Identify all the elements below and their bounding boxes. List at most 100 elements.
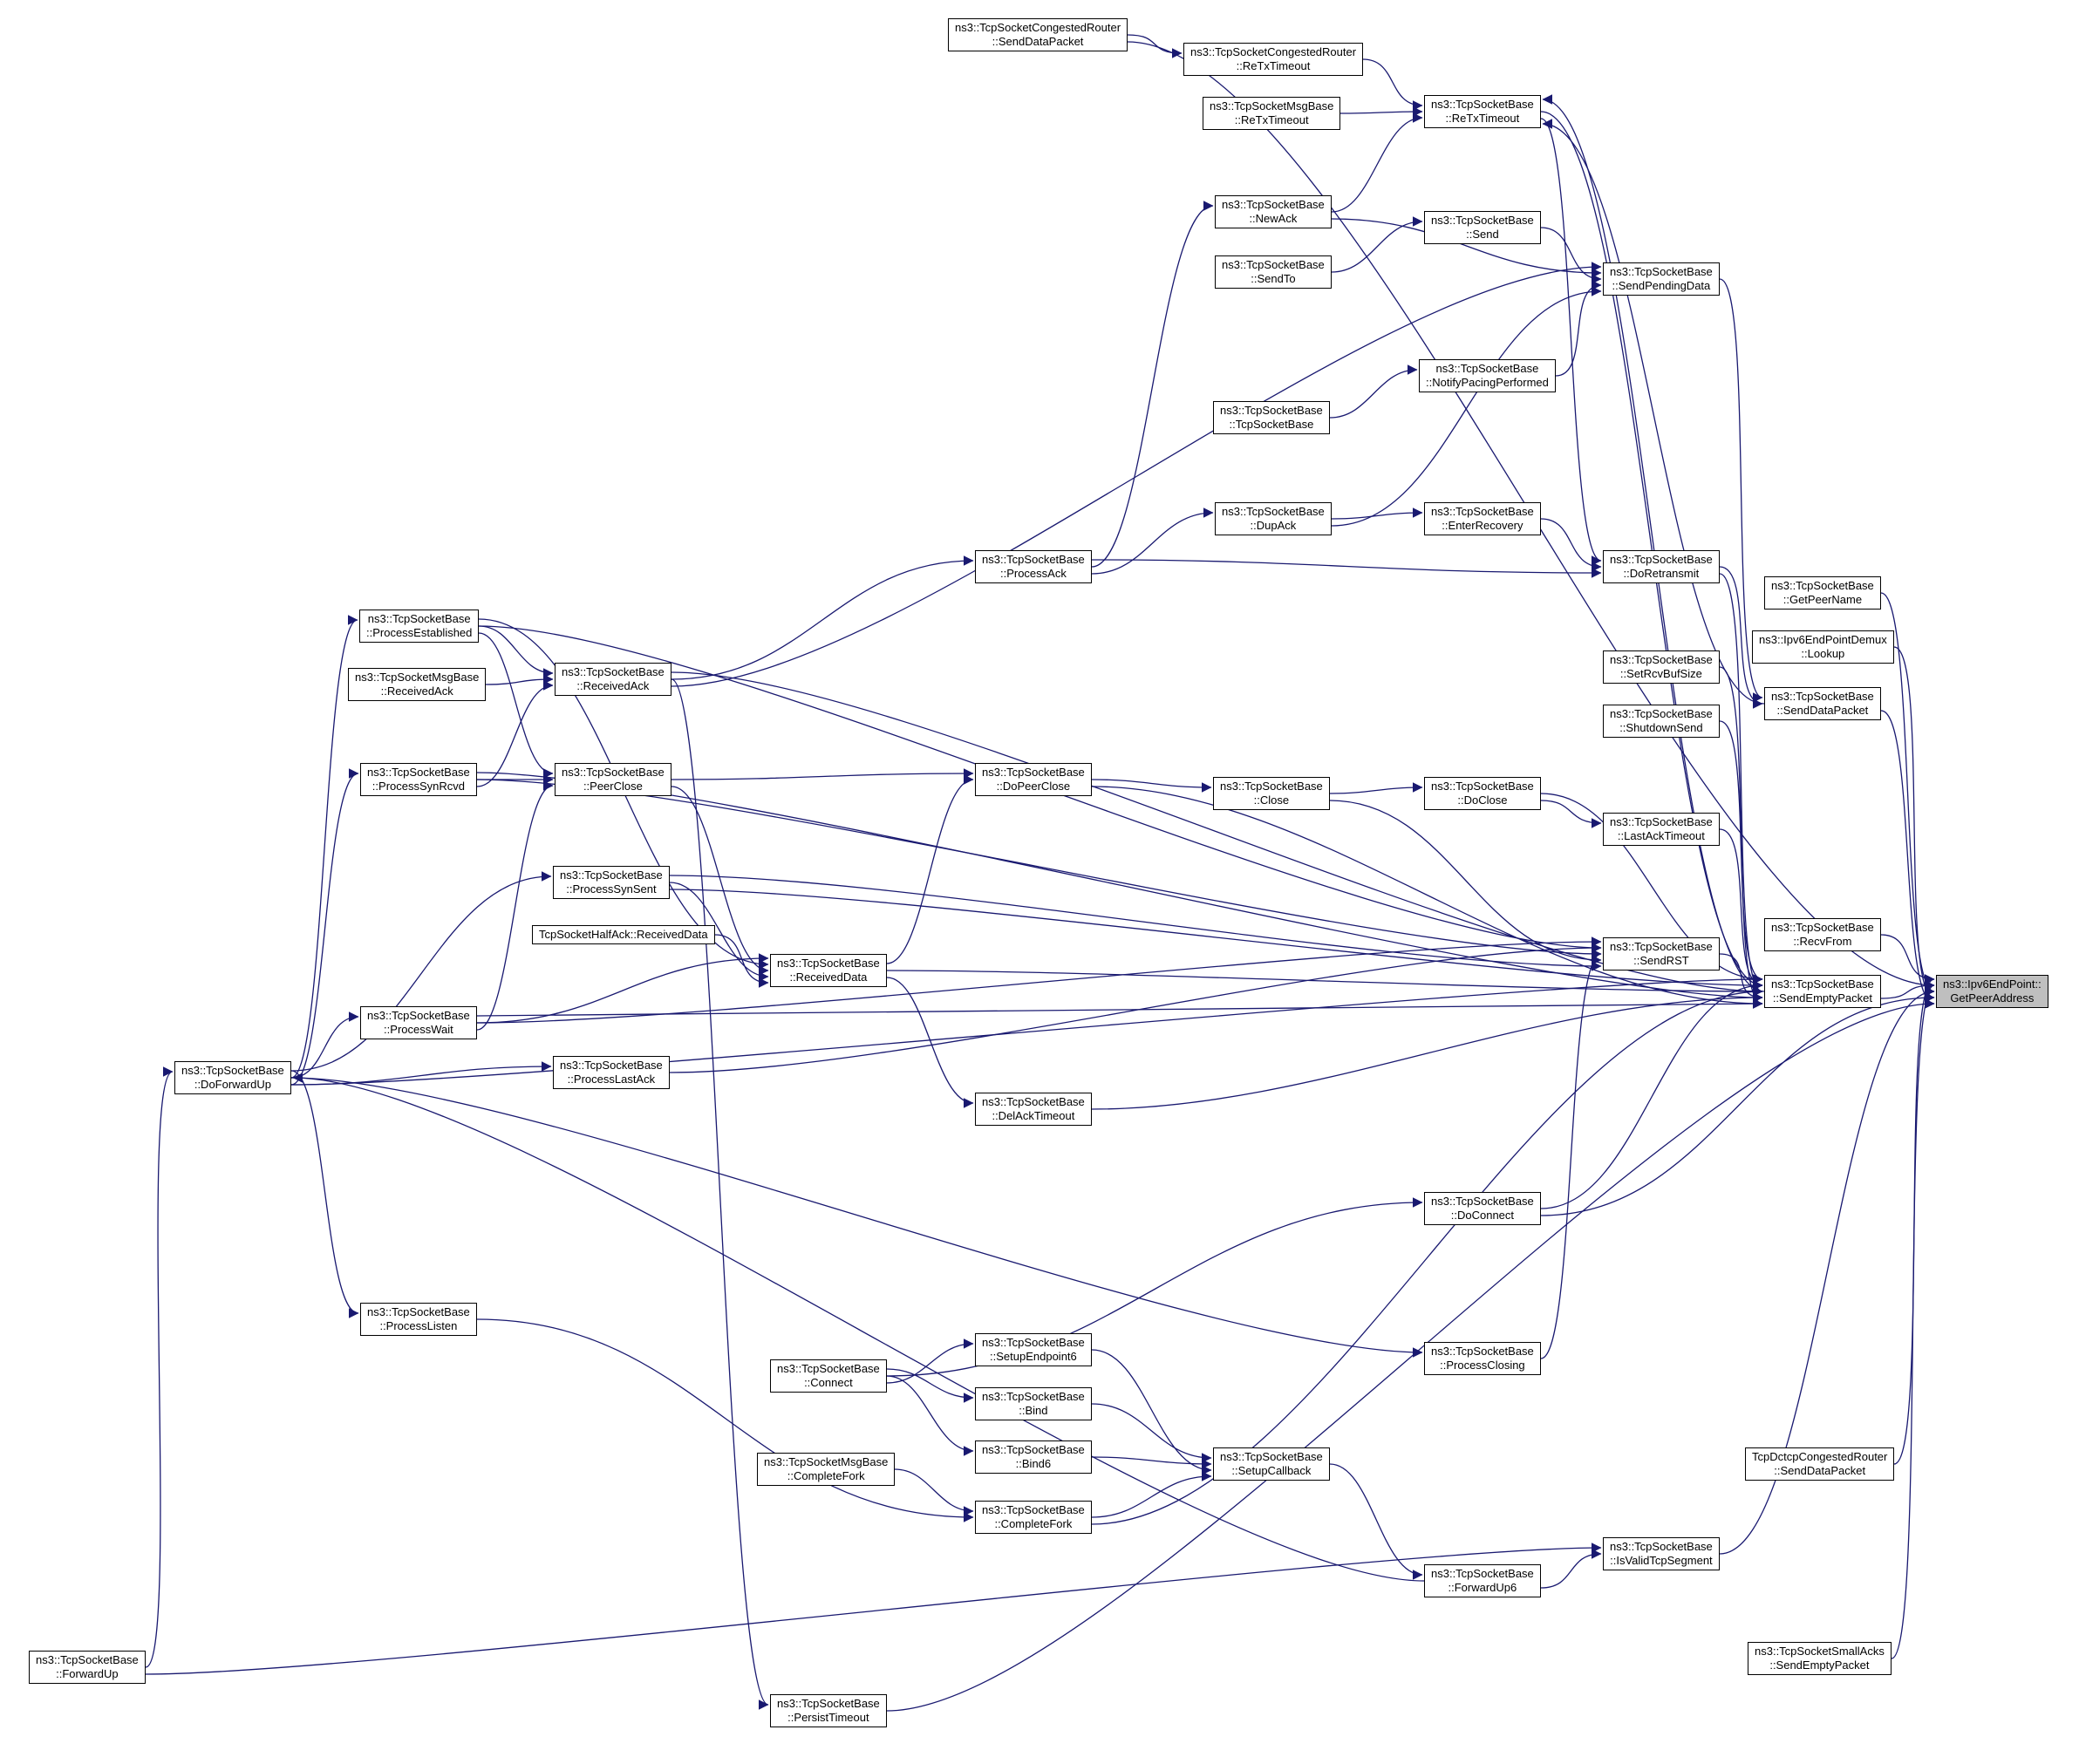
- node-label-line: GetPeerAddress: [1950, 991, 2035, 1005]
- node-tsb-processlastack[interactable]: ns3::TcpSocketBase::ProcessLastAck: [553, 1056, 670, 1089]
- edge-tsb_connect-to-tsb_bind: [886, 1368, 974, 1403]
- node-tsb-doretransmit[interactable]: ns3::TcpSocketBase::DoRetransmit: [1603, 550, 1720, 583]
- node-tsb-processsynrcvd[interactable]: ns3::TcpSocketBase::ProcessSynRcvd: [360, 763, 477, 796]
- edge-tsb_processlisten-to-tsb_completefork: [476, 1318, 974, 1522]
- node-label-line: ns3::TcpSocketBase: [1610, 707, 1713, 720]
- node-label-line: ns3::TcpSocketBase: [1220, 780, 1323, 793]
- node-tsb-processsynsent[interactable]: ns3::TcpSocketBase::ProcessSynSent: [553, 866, 670, 899]
- node-tsb-receiveddata[interactable]: ns3::TcpSocketBase::ReceivedData: [770, 954, 887, 987]
- node-label-line: ns3::TcpSocketBase: [777, 1362, 880, 1375]
- node-label-line: ::SendDataPacket: [1776, 704, 1869, 717]
- node-tsb-processwait[interactable]: ns3::TcpSocketBase::ProcessWait: [360, 1006, 477, 1039]
- node-label-line: ns3::TcpSocketBase: [562, 665, 665, 678]
- node-tsb-dopeerclose[interactable]: ns3::TcpSocketBase::DoPeerClose: [975, 763, 1092, 796]
- node-tsb-close[interactable]: ns3::TcpSocketBase::Close: [1213, 777, 1330, 810]
- node-label-line: ns3::TcpSocketBase: [1610, 265, 1713, 278]
- node-tsb-setupendpoint6[interactable]: ns3::TcpSocketBase::SetupEndpoint6: [975, 1333, 1092, 1366]
- node-tsmb-receivedack[interactable]: ns3::TcpSocketMsgBase::ReceivedAck: [348, 668, 487, 701]
- node-tsb-persisttimeout[interactable]: ns3::TcpSocketBase::PersistTimeout: [770, 1694, 887, 1727]
- node-label-line: ns3::Ipv6EndPointDemux: [1759, 633, 1887, 646]
- node-tsb-sendpendingdata[interactable]: ns3::TcpSocketBase::SendPendingData: [1603, 262, 1720, 296]
- node-tshalf-receiveddata[interactable]: TcpSocketHalfAck::ReceivedData: [532, 925, 715, 944]
- node-tsb-receivedack[interactable]: ns3::TcpSocketBase::ReceivedAck: [555, 663, 671, 696]
- node-tsb-doclose[interactable]: ns3::TcpSocketBase::DoClose: [1424, 777, 1541, 810]
- node-tsb-retxtimeout[interactable]: ns3::TcpSocketBase::ReTxTimeout: [1424, 95, 1541, 128]
- edge-tsb_delacktimeout-to-tsb_sendemptypacket: [1091, 992, 1763, 1110]
- node-tscr-retxtimeout[interactable]: ns3::TcpSocketCongestedRouter::ReTxTimeo…: [1183, 43, 1364, 76]
- node-tsb-recvfrom[interactable]: ns3::TcpSocketBase::RecvFrom: [1764, 918, 1881, 951]
- node-tsmb-retxtimeout[interactable]: ns3::TcpSocketMsgBase::ReTxTimeout: [1203, 97, 1341, 130]
- node-ipv6ep-getpeeraddress: ns3::Ipv6EndPoint::GetPeerAddress: [1936, 975, 2048, 1008]
- node-tsb-processclosing[interactable]: ns3::TcpSocketBase::ProcessClosing: [1424, 1342, 1541, 1375]
- node-tsb-forwardup[interactable]: ns3::TcpSocketBase::ForwardUp: [29, 1651, 146, 1684]
- node-tsb-sendrst[interactable]: ns3::TcpSocketBase::SendRST: [1603, 937, 1720, 971]
- edge-tsb_bind-to-tsb_setupcallback: [1091, 1403, 1212, 1463]
- node-tsb-peerclose[interactable]: ns3::TcpSocketBase::PeerClose: [555, 763, 671, 796]
- node-label-line: ::TcpSocketBase: [1229, 418, 1314, 431]
- node-label-line: ::NewAck: [1249, 212, 1298, 225]
- node-label-line: ns3::TcpSocketBase: [1220, 1450, 1323, 1463]
- node-tsb-bind6[interactable]: ns3::TcpSocketBase::Bind6: [975, 1440, 1092, 1474]
- node-tsb-getpeername[interactable]: ns3::TcpSocketBase::GetPeerName: [1764, 576, 1881, 610]
- node-tsb-sendemptypacket[interactable]: ns3::TcpSocketBase::SendEmptyPacket: [1764, 975, 1881, 1008]
- node-tsb-processestablished[interactable]: ns3::TcpSocketBase::ProcessEstablished: [359, 610, 480, 643]
- edge-tsb_processestablished-to-tsb_peerclose: [478, 632, 554, 779]
- node-tsb-delacktimeout[interactable]: ns3::TcpSocketBase::DelAckTimeout: [975, 1093, 1092, 1126]
- node-label-line: ns3::TcpSocketBase: [1431, 1567, 1534, 1580]
- node-tsb-enterrecovery[interactable]: ns3::TcpSocketBase::EnterRecovery: [1424, 502, 1541, 535]
- node-label-line: TcpDctcpCongestedRouter: [1752, 1450, 1888, 1463]
- edge-tsb_bind6-to-tsb_setupcallback: [1091, 1456, 1212, 1469]
- node-tsb-doforwardup[interactable]: ns3::TcpSocketBase::DoForwardUp: [174, 1061, 291, 1094]
- node-label-line: ns3::TcpSocketBase: [777, 957, 880, 970]
- edge-tsmb_completefork-to-tsb_completefork: [894, 1468, 974, 1516]
- edge-tsb_doforwardup-to-tsb_processsynsent: [290, 871, 552, 1072]
- node-tsb-tcpsocketbase[interactable]: ns3::TcpSocketBase::TcpSocketBase: [1213, 401, 1330, 434]
- node-tsb-completefork[interactable]: ns3::TcpSocketBase::CompleteFork: [975, 1501, 1092, 1534]
- node-tss-sendemptypacket[interactable]: ns3::TcpSocketSmallAcks::SendEmptyPacket: [1748, 1642, 1892, 1675]
- node-tsb-setrcvbufsize[interactable]: ns3::TcpSocketBase::SetRcvBufSize: [1603, 650, 1720, 684]
- node-label-line: ::SendPendingData: [1612, 279, 1711, 292]
- node-tsb-sendto[interactable]: ns3::TcpSocketBase::SendTo: [1215, 255, 1332, 289]
- node-tdcr-senddatapacket[interactable]: TcpDctcpCongestedRouter::SendDataPacket: [1745, 1447, 1895, 1481]
- node-tsb-setupcallback[interactable]: ns3::TcpSocketBase::SetupCallback: [1213, 1447, 1330, 1481]
- node-label-line: ns3::TcpSocketBase: [1222, 198, 1325, 211]
- node-tsb-dupack[interactable]: ns3::TcpSocketBase::DupAck: [1215, 502, 1332, 535]
- node-tsb-send[interactable]: ns3::TcpSocketBase::Send: [1424, 211, 1541, 244]
- node-tsb-bind[interactable]: ns3::TcpSocketBase::Bind: [975, 1387, 1092, 1420]
- edge-tscr_senddatapacket-to-tscr_retxtimeout: [1127, 34, 1183, 58]
- edge-tsb_send-to-tsb_sendpendingdata: [1540, 227, 1602, 284]
- node-label-line: ::ProcessWait: [384, 1023, 453, 1036]
- node-label-line: ::DoForwardUp: [194, 1078, 271, 1091]
- node-label-line: ns3::TcpSocketBase: [181, 1064, 284, 1077]
- node-label-line: ::ReceivedAck: [380, 684, 453, 698]
- node-label-line: ns3::TcpSocketBase: [1771, 977, 1874, 991]
- node-label-line: ::SetupEndpoint6: [990, 1350, 1077, 1363]
- node-tsb-processack[interactable]: ns3::TcpSocketBase::ProcessAck: [975, 550, 1092, 583]
- node-label-line: ns3::TcpSocketBase: [560, 1059, 663, 1072]
- node-tsb-isvalidtcpsegment[interactable]: ns3::TcpSocketBase::IsValidTcpSegment: [1603, 1537, 1720, 1570]
- node-tsb-connect[interactable]: ns3::TcpSocketBase::Connect: [770, 1359, 887, 1393]
- edge-tsb_retxtimeout-to-tsb_sendemptypacket: [1540, 111, 1763, 991]
- node-tsb-shutdownsend[interactable]: ns3::TcpSocketBase::ShutdownSend: [1603, 705, 1720, 738]
- node-tsb-notifypacingperformed[interactable]: ns3::TcpSocketBase::NotifyPacingPerforme…: [1419, 359, 1556, 392]
- edge-tsb_doforwardup-to-tsb_processlisten: [290, 1070, 359, 1318]
- edge-tsb_recvfrom-to-ipv6ep_getpeeraddress: [1880, 934, 1935, 984]
- edge-tsb_doforwardup-to-tsb_processlastack: [290, 1061, 552, 1086]
- node-tscr-senddatapacket[interactable]: ns3::TcpSocketCongestedRouter::SendDataP…: [948, 18, 1128, 51]
- node-tsb-processlisten[interactable]: ns3::TcpSocketBase::ProcessListen: [360, 1303, 477, 1336]
- node-tsb-senddatapacket[interactable]: ns3::TcpSocketBase::SendDataPacket: [1764, 687, 1881, 720]
- node-label-line: ns3::TcpSocketBase: [1222, 505, 1325, 518]
- edge-tsb_receivedack-to-tsb_sendemptypacket: [671, 671, 1763, 997]
- node-tsb-lastacktimeout[interactable]: ns3::TcpSocketBase::LastAckTimeout: [1603, 813, 1720, 846]
- node-ipv6epd-lookup[interactable]: ns3::Ipv6EndPointDemux::Lookup: [1752, 630, 1894, 664]
- edge-tdcr_senddatapacket-to-ipv6ep_getpeeraddress: [1893, 974, 1935, 1465]
- node-tsmb-completefork[interactable]: ns3::TcpSocketMsgBase::CompleteFork: [757, 1453, 896, 1486]
- node-label-line: ::LastAckTimeout: [1617, 829, 1705, 842]
- node-tsb-doconnect[interactable]: ns3::TcpSocketBase::DoConnect: [1424, 1192, 1541, 1225]
- node-label-line: ::Connect: [804, 1376, 853, 1389]
- node-label-line: ns3::TcpSocketBase: [367, 1009, 470, 1022]
- node-tsb-forwardup6[interactable]: ns3::TcpSocketBase::ForwardUp6: [1424, 1564, 1541, 1597]
- node-tsb-newack[interactable]: ns3::TcpSocketBase::NewAck: [1215, 195, 1332, 228]
- node-label-line: ns3::TcpSocketCongestedRouter: [955, 21, 1121, 34]
- edge-tsb_processwait-to-tsb_sendrst: [476, 936, 1602, 1024]
